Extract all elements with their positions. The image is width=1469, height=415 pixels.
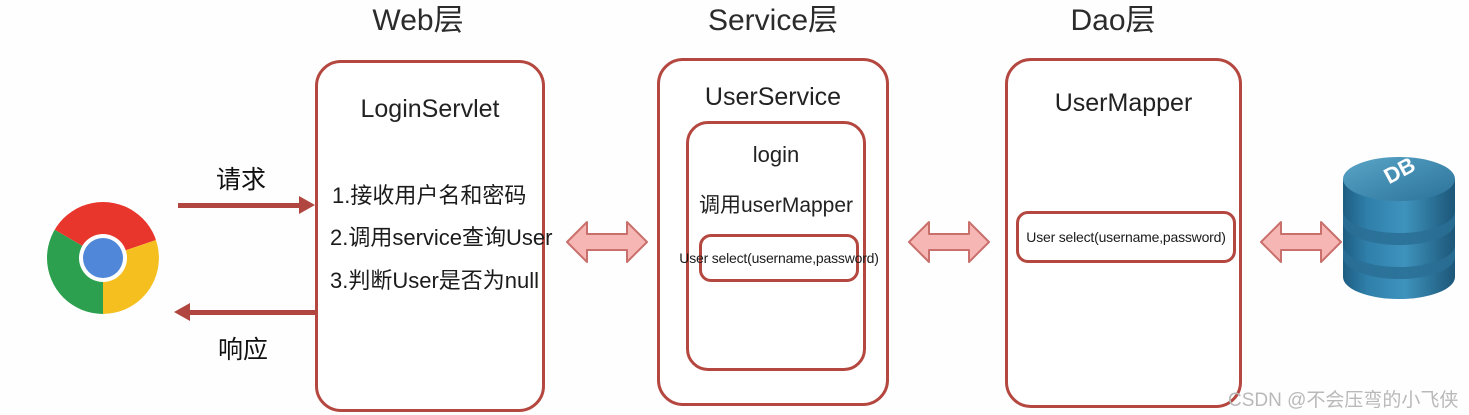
response-arrow-line	[190, 310, 316, 315]
web-layer-box[interactable]: LoginServlet 1.接收用户名和密码 2.调用service查询Use…	[315, 60, 552, 412]
service-dao-bidirectional-arrow	[907, 216, 991, 268]
service-mapper-signature-text: User select(username,password)	[679, 250, 879, 266]
dao-mapper-signature-box[interactable]: User select(username,password)	[1016, 211, 1236, 263]
loginservlet-class-name: LoginServlet	[360, 95, 500, 123]
web-step-2: 2.调用service查询User	[330, 225, 553, 250]
web-layer-title: Web层	[372, 4, 464, 37]
web-service-bidirectional-arrow	[565, 216, 649, 268]
web-step-3: 3.判断User是否为null	[330, 268, 540, 293]
service-layer-title: Service层	[707, 4, 839, 37]
csdn-watermark: CSDN @不会压弯的小飞侠	[1228, 390, 1459, 411]
userservice-class-name: UserService	[704, 83, 842, 111]
dao-mapper-signature-text: User select(username,password)	[1026, 229, 1226, 245]
dao-layer-title: Dao层	[1070, 4, 1156, 37]
usermapper-class-name: UserMapper	[1054, 89, 1193, 117]
request-arrow-line	[178, 203, 300, 208]
login-method-name: login	[752, 142, 800, 167]
response-arrow-head	[174, 303, 190, 321]
chrome-browser-icon	[45, 200, 161, 316]
dao-db-bidirectional-arrow	[1259, 216, 1343, 268]
request-arrow-head	[299, 196, 315, 214]
request-label: 请求	[216, 166, 267, 194]
service-mapper-signature-box[interactable]: User select(username,password)	[679, 234, 879, 282]
database-cylinder-icon: DB	[1337, 152, 1462, 303]
web-step-1: 1.接收用户名和密码	[332, 183, 527, 208]
response-label: 响应	[218, 336, 269, 364]
dao-layer-box[interactable]: UserMapper User select(username,password…	[1005, 58, 1242, 408]
login-method-box[interactable]: login 调用userMapper User select(username,…	[679, 121, 879, 371]
service-layer-box[interactable]: UserService login 调用userMapper User sele…	[657, 58, 889, 406]
login-method-body: 调用userMapper	[698, 194, 854, 217]
